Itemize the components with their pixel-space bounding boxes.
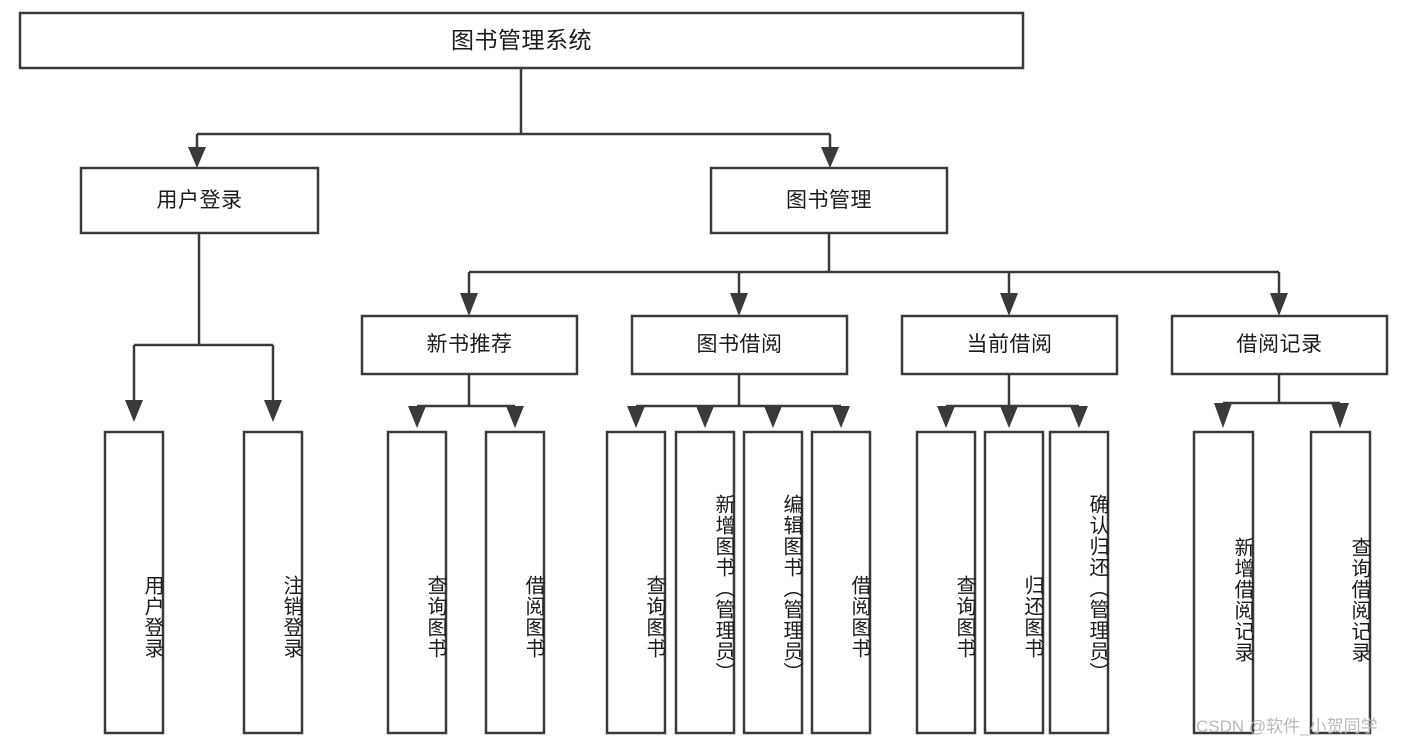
node-box-leaf-bb-1[interactable] bbox=[605, 430, 667, 735]
node-box-leaf-user-login-2[interactable] bbox=[242, 430, 304, 735]
arrow-head-bb-leaf-4 bbox=[832, 406, 850, 428]
node-box-book-manage[interactable] bbox=[709, 166, 949, 235]
arrow-head-book-manage bbox=[821, 147, 839, 168]
arrow-head-book-borrow bbox=[730, 293, 748, 316]
node-box-leaf-nbr-1[interactable] bbox=[386, 430, 448, 735]
node-box-leaf-cb-3[interactable] bbox=[1048, 430, 1110, 735]
arrow-head-user-login-leaf-2 bbox=[264, 400, 282, 422]
node-box-leaf-cb-1[interactable] bbox=[915, 430, 977, 735]
node-box-borrow-record[interactable] bbox=[1170, 314, 1389, 376]
node-box-root[interactable] bbox=[18, 11, 1025, 70]
arrow-head-bb-leaf-3 bbox=[764, 406, 782, 428]
arrow-head-user-login bbox=[188, 147, 206, 168]
node-box-leaf-bb-2[interactable] bbox=[674, 430, 736, 735]
arrow-head-nbr-leaf-2 bbox=[506, 406, 524, 428]
node-box-leaf-bb-4[interactable] bbox=[810, 430, 872, 735]
arrow-head-cb-leaf-2 bbox=[1000, 406, 1018, 428]
node-box-leaf-bb-3[interactable] bbox=[742, 430, 804, 735]
node-box-leaf-nbr-2[interactable] bbox=[484, 430, 546, 735]
node-box-book-borrow[interactable] bbox=[630, 314, 849, 376]
node-box-current-borrow[interactable] bbox=[900, 314, 1119, 376]
node-box-user-login[interactable] bbox=[79, 166, 320, 235]
node-box-leaf-br-1[interactable] bbox=[1192, 430, 1255, 735]
connector-group-new-book-recommend bbox=[408, 374, 524, 428]
arrow-head-br-leaf-2 bbox=[1331, 403, 1349, 428]
arrow-head-nbr-leaf-1 bbox=[408, 406, 426, 428]
connector-group-borrow-record bbox=[1214, 374, 1349, 428]
node-box-leaf-br-2[interactable] bbox=[1309, 430, 1372, 735]
arrow-head-br-leaf-1 bbox=[1214, 403, 1232, 428]
connector-group-current-borrow bbox=[937, 374, 1088, 428]
connector-group-root bbox=[188, 68, 839, 168]
arrow-head-new-book-recommend bbox=[460, 293, 478, 316]
arrow-head-borrow-record bbox=[1270, 293, 1288, 316]
connector-group-user-login bbox=[125, 233, 282, 422]
arrow-head-bb-leaf-1 bbox=[627, 406, 645, 428]
arrow-head-bb-leaf-2 bbox=[696, 406, 714, 428]
arrow-head-cb-leaf-1 bbox=[937, 406, 955, 428]
connector-group-book-manage bbox=[460, 233, 1288, 316]
node-box-leaf-cb-2[interactable] bbox=[983, 430, 1045, 735]
arrow-head-current-borrow bbox=[1000, 293, 1018, 316]
node-box-leaf-user-login-1[interactable] bbox=[103, 430, 165, 735]
node-box-new-book-recommend[interactable] bbox=[360, 314, 579, 376]
arrow-head-user-login-leaf-1 bbox=[125, 400, 143, 422]
connector-group-book-borrow bbox=[627, 374, 850, 428]
arrow-head-cb-leaf-3 bbox=[1070, 406, 1088, 428]
